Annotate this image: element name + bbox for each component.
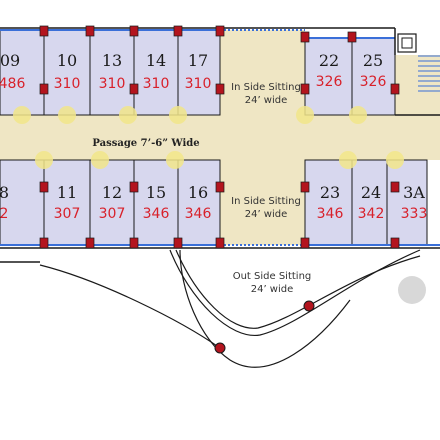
in-side-bottom-line2: 24’ wide [245, 209, 288, 220]
out-side-line2: 24’ wide [251, 284, 294, 295]
shop-number: 8 [0, 183, 9, 202]
shop-area: 310 [185, 76, 212, 92]
shop-area: 486 [0, 76, 25, 92]
top-shops [0, 29, 396, 116]
glass-frontage [0, 29, 440, 246]
shop-16[interactable] [177, 159, 221, 246]
shop-number: 13 [102, 51, 122, 70]
shop-number: 10 [57, 51, 77, 70]
shop-3a[interactable] [386, 159, 428, 246]
shop-area: 310 [99, 76, 126, 92]
shop-11[interactable] [43, 159, 91, 246]
shop-number: 22 [319, 51, 339, 70]
watermark-mark [398, 276, 426, 304]
shop-area: 326 [316, 74, 343, 90]
shop-area: 2 [0, 206, 8, 222]
shop-area: 310 [54, 76, 81, 92]
shop-area: 326 [360, 74, 387, 90]
shop-number: 24 [361, 183, 381, 202]
staircase [397, 33, 440, 92]
shop-number: 23 [320, 183, 340, 202]
shop-number: 25 [363, 51, 383, 70]
shop-number: 3A [403, 183, 425, 202]
shop-25[interactable] [351, 37, 396, 116]
shop-number: 14 [146, 51, 166, 70]
shop-area: 346 [317, 206, 344, 222]
door-swings [13, 106, 404, 169]
shop-number: 15 [146, 183, 166, 202]
stair-landing-area [395, 55, 440, 115]
shop-12[interactable] [89, 159, 135, 246]
shop-area: 346 [185, 206, 212, 222]
outside-columns [214, 300, 315, 354]
shop-24[interactable] [351, 159, 388, 246]
in-side-top-line2: 24’ wide [245, 95, 288, 106]
passage-label: Passage 7’-6” Wide [92, 138, 199, 149]
shop-17[interactable] [177, 29, 221, 116]
shop-23[interactable] [304, 159, 353, 246]
shop-10[interactable] [43, 29, 91, 116]
shop-8[interactable] [0, 159, 45, 246]
shop-area: 307 [99, 206, 126, 222]
shop-14[interactable] [133, 29, 179, 116]
shop-number: 17 [188, 51, 208, 70]
shop-area: 307 [54, 206, 81, 222]
shop-area: 310 [143, 76, 170, 92]
shop-area: 342 [358, 206, 385, 222]
shop-number: 12 [102, 183, 122, 202]
shop-area: 346 [143, 206, 170, 222]
in-side-sitting-bottom-area [220, 160, 305, 245]
shop-area: 333 [401, 206, 428, 222]
shop-number: 16 [188, 183, 208, 202]
structural-columns [39, 25, 400, 249]
in-side-top-line1: In Side Sitting [231, 82, 301, 93]
shop-15[interactable] [133, 159, 179, 246]
outside-sitting-paths [39, 249, 421, 368]
shop-13[interactable] [89, 29, 135, 116]
in-side-bottom-line1: In Side Sitting [231, 196, 301, 207]
out-side-line1: Out Side Sitting [233, 271, 312, 282]
shop-09[interactable] [0, 29, 45, 116]
bottom-shops [0, 159, 428, 246]
shop-number: 09 [0, 51, 20, 70]
shop-number: 11 [57, 183, 77, 202]
in-side-sitting-top-area [220, 30, 305, 115]
